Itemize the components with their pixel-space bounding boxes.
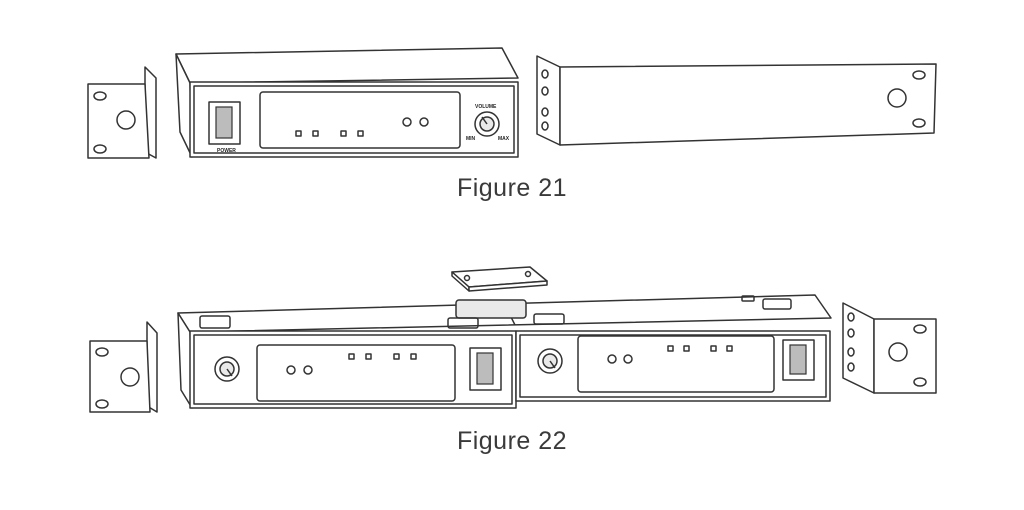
status-light	[402, 117, 412, 127]
volume-knob	[474, 111, 500, 137]
status-light	[607, 354, 617, 364]
right-rack-ear	[842, 302, 937, 394]
indicator-led	[683, 345, 690, 352]
status-light	[623, 354, 633, 364]
volume-knob	[537, 348, 563, 374]
indicator-led	[357, 130, 364, 137]
indicator-led	[667, 345, 674, 352]
power-label: POWER	[217, 148, 236, 154]
figure-21-caption: Figure 21	[456, 174, 568, 202]
indicator-led	[410, 353, 417, 360]
figure-21-drawing: POWER VOLUME MIN MAX	[87, 47, 937, 159]
indicator-led	[295, 130, 302, 137]
receiver-unit: POWER VOLUME MIN MAX	[175, 47, 519, 158]
left-rack-ear	[89, 321, 158, 413]
figure-22-caption: Figure 22	[456, 427, 568, 455]
display-window	[256, 344, 456, 402]
indicator-led	[312, 130, 319, 137]
indicator-led	[340, 130, 347, 137]
indicator-led	[393, 353, 400, 360]
long-rack-bracket	[536, 55, 937, 146]
display-window	[259, 91, 461, 149]
volume-label: VOLUME	[475, 104, 497, 110]
min-label: MIN	[466, 136, 476, 142]
indicator-led	[365, 353, 372, 360]
volume-knob	[214, 356, 240, 382]
max-label: MAX	[498, 136, 510, 142]
indicator-led	[348, 353, 355, 360]
joining-plate	[451, 266, 548, 292]
left-rack-ear	[87, 66, 157, 159]
status-light	[303, 365, 313, 375]
display-window	[577, 335, 775, 393]
status-light	[286, 365, 296, 375]
figure-22-drawing	[89, 266, 937, 413]
indicator-led	[726, 345, 733, 352]
receiver-unit-left	[189, 330, 517, 409]
indicator-led	[710, 345, 717, 352]
status-light	[419, 117, 429, 127]
receiver-unit-right	[515, 330, 831, 402]
